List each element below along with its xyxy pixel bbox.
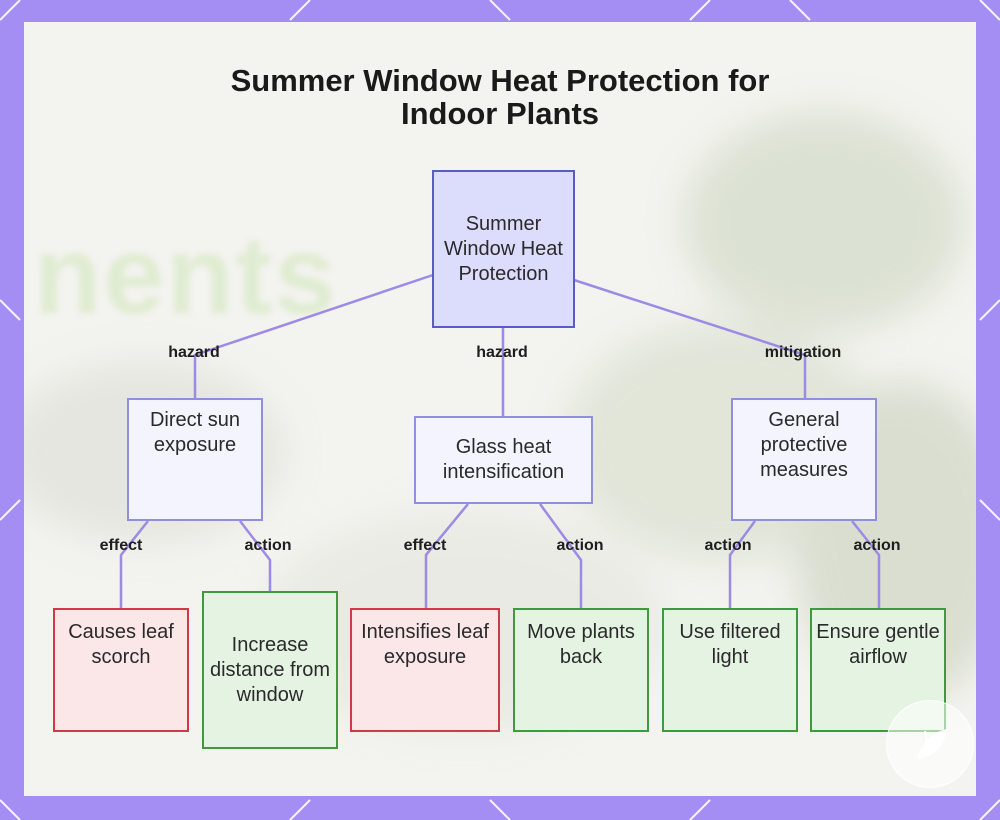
node-move-back: Move plants back xyxy=(513,608,649,732)
node-filtered-light: Use filtered light xyxy=(662,608,798,732)
diagram-title: Summer Window Heat Protection for Indoor… xyxy=(0,64,1000,130)
node-direct-sun: Direct sun exposure xyxy=(127,398,263,521)
edge-glass-move-back xyxy=(538,503,583,608)
edge-label-effect-2: effect xyxy=(403,537,447,554)
edge-glass-intensifies xyxy=(424,503,469,608)
edge-label-hazard-2: hazard xyxy=(476,344,528,361)
edge-label-action-4: action xyxy=(853,537,901,554)
node-intensifies-exposure: Intensifies leaf exposure xyxy=(350,608,500,732)
node-root: Summer Window Heat Protection xyxy=(432,170,575,328)
edge-label-action-1: action xyxy=(244,537,292,554)
watermark-logo xyxy=(886,700,974,788)
edge-label-effect-1: effect xyxy=(99,537,143,554)
edge-label-mitigation: mitigation xyxy=(764,344,842,361)
node-leaf-scorch: Causes leaf scorch xyxy=(53,608,189,732)
node-general-measures: General protective measures xyxy=(731,398,877,521)
title-line-2: Indoor Plants xyxy=(400,96,600,131)
edge-root-direct-sun xyxy=(193,273,434,398)
edge-label-action-3: action xyxy=(704,537,752,554)
edge-label-action-2: action xyxy=(556,537,604,554)
title-line-1: Summer Window Heat Protection for xyxy=(230,63,770,98)
edge-direct-sun-scorch xyxy=(119,520,149,608)
leaf-logo-icon xyxy=(917,729,947,759)
edge-general-airflow xyxy=(851,520,881,608)
node-increase-distance: Increase distance from window xyxy=(202,591,338,749)
edge-direct-sun-distance xyxy=(239,520,272,591)
node-glass-heat: Glass heat intensification xyxy=(414,416,593,504)
background-watermark-text: nents xyxy=(34,214,338,337)
edge-general-filtered xyxy=(728,520,757,608)
edge-label-hazard-1: hazard xyxy=(168,344,220,361)
edge-root-general xyxy=(573,278,807,398)
